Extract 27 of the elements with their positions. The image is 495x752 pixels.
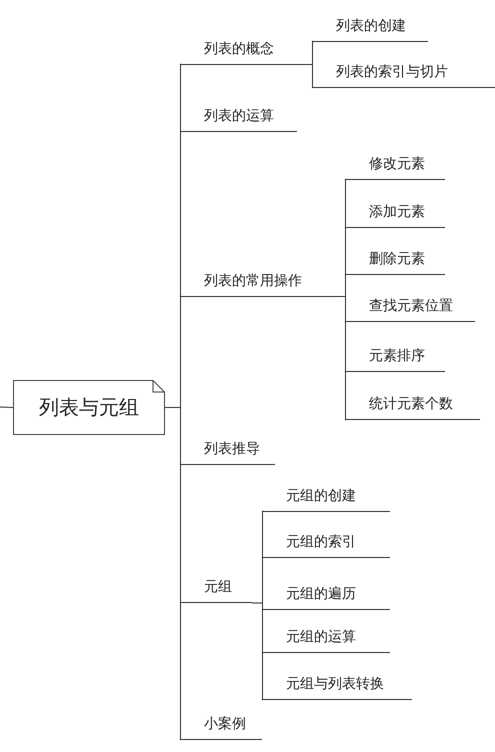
topic-label: 列表推导 (180, 435, 275, 465)
connector-line (252, 602, 263, 700)
connector-line (312, 40, 313, 66)
topic-label: 元组的遍历 (262, 580, 390, 610)
topic-label: 元组的创建 (262, 482, 390, 512)
topic-label: 列表的常用操作 (180, 267, 345, 297)
topic-label: 元组 (180, 573, 252, 603)
topic-label: 小案例 (180, 710, 262, 740)
connector-line (344, 273, 346, 298)
topic-label: 元素排序 (345, 342, 445, 372)
topic-label: 列表的概念 (180, 35, 312, 65)
topic-label: 查找元素位置 (345, 292, 475, 322)
topic-label: 列表的运算 (180, 102, 297, 132)
topic-label: 元组的索引 (262, 528, 390, 558)
topic-text: 列表与元组 (39, 394, 139, 421)
connector-line (344, 296, 346, 420)
connector-line (312, 64, 313, 88)
connector-line (0, 406, 14, 408)
topic-label: 元组的运算 (262, 623, 390, 653)
topic-label: 统计元素个数 (345, 390, 480, 420)
topic-label: 元组与列表转换 (262, 670, 412, 700)
topic-label: 删除元素 (345, 245, 445, 275)
topic-label: 修改元素 (345, 150, 445, 180)
connector-line (164, 407, 181, 740)
topic-label: 列表的创建 (312, 12, 428, 42)
topic-label: 添加元素 (345, 198, 445, 228)
topic-label: 列表的索引与切片 (312, 58, 495, 88)
